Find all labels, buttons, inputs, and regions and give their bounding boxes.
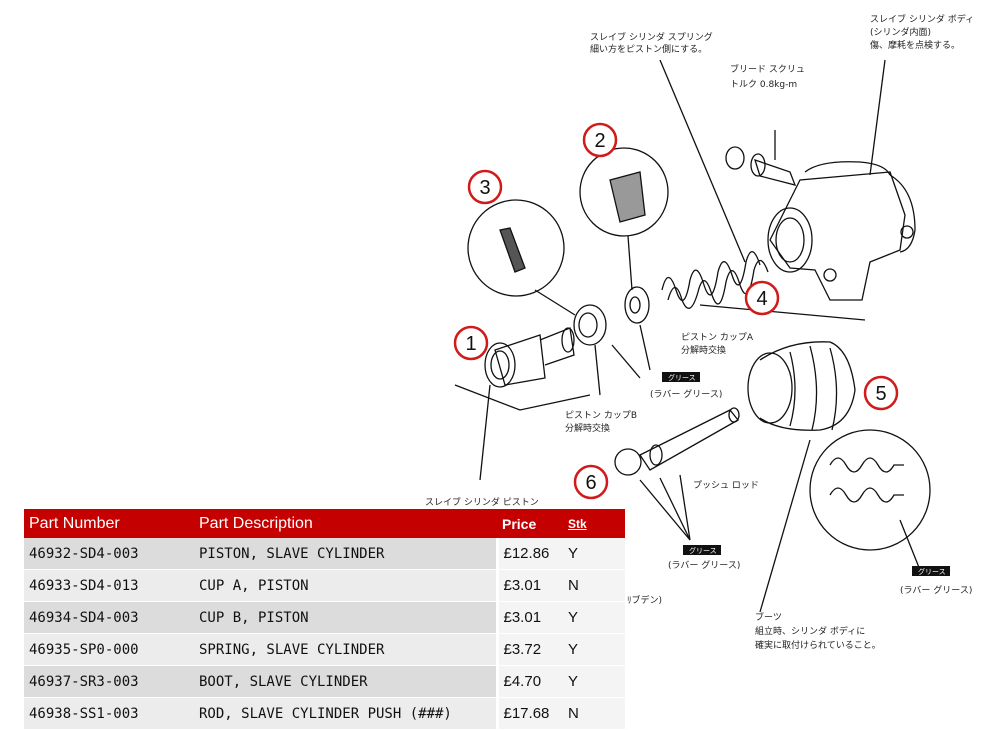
label-slave-piston: スレイブ シリンダ ピストン	[425, 496, 539, 508]
callout-2-ring	[582, 122, 618, 158]
header-price: Price	[497, 509, 563, 538]
table-row[interactable]: 46933-SD4-013 CUP A, PISTON £3.01 N	[24, 569, 625, 602]
callout-6-ring	[573, 464, 609, 500]
table-row[interactable]: 46935-SP0-000 SPRING, SLAVE CYLINDER £3.…	[24, 633, 625, 666]
cup-a-detail-circle	[579, 147, 669, 237]
part-description-cell: ROD, SLAVE CYLINDER PUSH (###)	[194, 697, 497, 730]
callout-3-ring	[467, 169, 503, 205]
callout-3: 3	[479, 177, 490, 199]
part-number-cell: 46934-SD4-003	[24, 601, 194, 634]
table-row[interactable]: 46934-SD4-003 CUP B, PISTON £3.01 Y	[24, 601, 625, 634]
price-cell: £4.70	[495, 665, 563, 698]
price-cell: £3.01	[495, 601, 563, 634]
label-cup-b: ピストン カップB	[565, 410, 637, 421]
label-molybdenum: ﾘブデン)	[627, 594, 662, 606]
label-slave-body-inner: (シリンダ内面)	[870, 26, 931, 38]
part-number-cell: 46937-SR3-003	[24, 665, 194, 698]
label-bleed-screw: ブリード スクリュ	[730, 63, 805, 75]
label-rubber-grease: (ラバー グリース)	[900, 584, 972, 596]
grease-tag	[683, 545, 721, 555]
label-cup-a-note: 分解時交換	[681, 344, 726, 356]
grease-tag-text: グリース	[918, 567, 946, 576]
price-cell: £17.68	[495, 697, 563, 730]
grease-tag	[662, 372, 700, 382]
part-description-cell: CUP B, PISTON	[194, 601, 497, 634]
callout-1: 1	[465, 333, 476, 355]
stock-cell: N	[563, 697, 625, 730]
label-cup-b-note: 分解時交換	[565, 422, 610, 434]
label-boot: ブーツ	[755, 611, 782, 623]
slave-cylinder-body	[767, 161, 916, 301]
callout-4-ring	[744, 280, 780, 316]
label-spring-note: 細い方をピストン側にする。	[590, 43, 707, 55]
part-description-cell: PISTON, SLAVE CYLINDER	[194, 538, 497, 570]
label-boot-note-2: 確実に取付けられていること。	[755, 639, 881, 651]
price-cell: £12.86	[495, 538, 563, 570]
part-description-cell: SPRING, SLAVE CYLINDER	[194, 633, 497, 666]
header-stock: Stk	[563, 509, 625, 538]
header-part-number: Part Number	[24, 509, 194, 538]
boot-detail-circle	[809, 429, 931, 551]
callout-5-ring	[863, 375, 899, 411]
table-row[interactable]: 46937-SR3-003 BOOT, SLAVE CYLINDER £4.70…	[24, 665, 625, 698]
stock-cell: Y	[563, 538, 625, 570]
part-number-cell: 46933-SD4-013	[24, 569, 194, 602]
parts-table: Part Number Part Description Price Stk 4…	[24, 509, 625, 730]
price-cell: £3.01	[495, 569, 563, 602]
stock-cell: N	[563, 569, 625, 602]
label-boot-note: 組立時、シリンダ ボディに	[755, 625, 865, 637]
piston-cup-b	[573, 304, 607, 346]
part-description-cell: CUP A, PISTON	[194, 569, 497, 602]
label-slave-body-inspect: 傷、摩耗を点検する。	[870, 39, 960, 51]
bleed-screw	[725, 130, 797, 186]
stock-cell: Y	[563, 665, 625, 698]
stock-cell: Y	[563, 633, 625, 666]
grease-tag	[912, 566, 950, 576]
header-part-description: Part Description	[194, 509, 497, 538]
callout-2: 2	[594, 130, 605, 152]
grease-tag-text: グリース	[668, 373, 696, 382]
push-rod	[614, 407, 740, 476]
price-cell: £3.72	[495, 633, 563, 666]
part-description-cell: BOOT, SLAVE CYLINDER	[194, 665, 497, 698]
slave-cylinder-boot	[747, 341, 856, 431]
label-cup-a: ピストン カップA	[681, 332, 754, 343]
callout-6: 6	[585, 472, 596, 494]
table-row[interactable]: 46938-SS1-003 ROD, SLAVE CYLINDER PUSH (…	[24, 697, 625, 730]
label-push-rod: プッシュ ロッド	[693, 480, 759, 491]
table-row[interactable]: 46932-SD4-003 PISTON, SLAVE CYLINDER £12…	[24, 538, 625, 570]
label-rubber-grease: (ラバー グリース)	[650, 388, 722, 400]
part-number-cell: 46935-SP0-000	[24, 633, 194, 666]
label-bleed-torque: トルク 0.8kg-m	[730, 79, 797, 90]
stock-cell: Y	[563, 601, 625, 634]
part-number-cell: 46932-SD4-003	[24, 538, 194, 570]
piston-cup-a	[624, 286, 650, 324]
part-number-cell: 46938-SS1-003	[24, 697, 194, 730]
label-spring: スレイブ シリンダ スプリング	[590, 31, 713, 43]
callout-5: 5	[875, 383, 886, 405]
slave-cylinder-piston	[484, 327, 575, 388]
callout-1-ring	[453, 325, 489, 361]
label-slave-body: スレイブ シリンダ ボディ	[870, 13, 974, 25]
callout-4: 4	[756, 288, 767, 310]
label-rubber-grease: (ラバー グリース)	[668, 559, 740, 571]
table-header-row: Part Number Part Description Price Stk	[24, 509, 625, 538]
slave-cylinder-spring	[661, 251, 769, 309]
grease-tag-text: グリース	[689, 546, 717, 555]
cup-b-detail-circle	[467, 199, 565, 297]
